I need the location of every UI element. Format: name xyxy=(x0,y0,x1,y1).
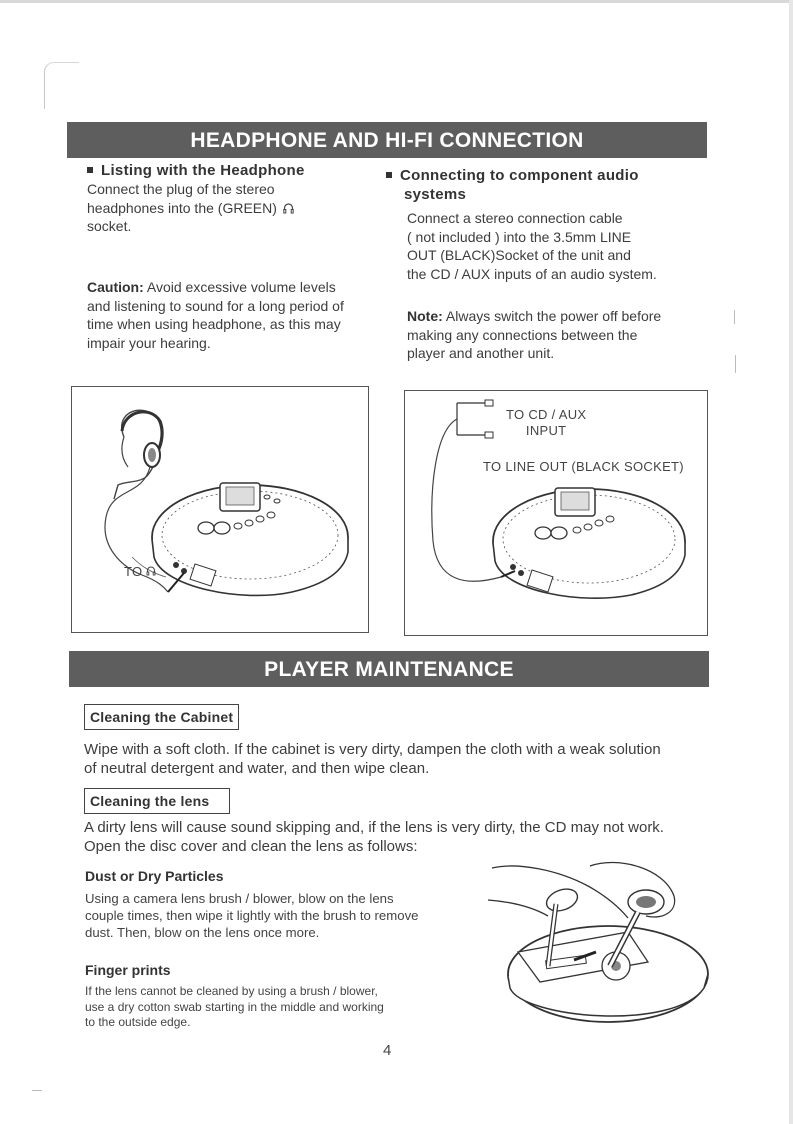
component-heading: Connecting to component audio systems xyxy=(386,166,686,204)
text-line-with-icon: headphones into the (GREEN) xyxy=(87,199,347,218)
scan-edge-top xyxy=(0,0,793,3)
text-line: dust. Then, blow on the lens once more. xyxy=(85,925,320,940)
headphone-icon xyxy=(283,202,294,213)
text-line: and listening to sound for a long period… xyxy=(87,297,344,314)
headphone-paragraph: Connect the plug of the stereo headphone… xyxy=(87,180,347,236)
to-label-text: TO xyxy=(124,564,143,579)
text-line: headphones into the (GREEN) xyxy=(87,199,277,216)
text-line: OUT (BLACK)Socket of the unit and xyxy=(407,247,631,263)
text-line: use a dry cotton swab starting in the mi… xyxy=(85,999,384,1014)
text-line: time when using headphone, as this may xyxy=(87,316,341,332)
scan-speck xyxy=(734,310,735,324)
cabinet-paragraph: Wipe with a soft cloth. If the cabinet i… xyxy=(84,740,724,778)
headphone-heading: Listing with the Headphone xyxy=(87,162,305,179)
text-span: Always switch the power off before xyxy=(442,308,662,324)
lens-paragraph: A dirty lens will cause sound skipping a… xyxy=(84,818,724,856)
text-line: Connect the plug of the stereo xyxy=(87,181,275,197)
text-line: A dirty lens will cause sound skipping a… xyxy=(84,819,664,836)
lens-label: Cleaning the lens xyxy=(84,788,230,814)
text-line: impair your hearing. xyxy=(87,334,211,351)
caution-paragraph: Caution: Avoid excessive volume levels a… xyxy=(87,278,387,352)
heading-text: systems xyxy=(404,186,467,203)
dust-paragraph: Using a camera lens brush / blower, blow… xyxy=(85,890,475,941)
cabinet-label: Cleaning the Cabinet xyxy=(84,704,240,730)
to-headphone-label: TO xyxy=(124,564,156,579)
heading-line: Connecting to component audio xyxy=(386,166,686,185)
cd-aux-label: TO CD / AUX INPUT xyxy=(506,407,586,439)
section-title-maintenance: PLAYER MAINTENANCE xyxy=(69,651,709,687)
section-title-headphone: HEADPHONE AND HI-FI CONNECTION xyxy=(67,122,707,158)
text-line: Wipe with a soft cloth. If the cabinet i… xyxy=(84,741,661,758)
label-line: INPUT xyxy=(525,423,567,438)
headphone-icon xyxy=(146,566,156,576)
finger-heading: Finger prints xyxy=(85,962,171,978)
text-line: Note: Always switch the power off before xyxy=(407,307,712,326)
text-line: Caution: Avoid excessive volume levels xyxy=(87,278,387,297)
headphone-player-illustration xyxy=(104,409,349,597)
lens-cleaning-illustration xyxy=(487,861,709,1023)
bullet-icon xyxy=(87,167,93,173)
text-line: Connect a stereo connection cable xyxy=(407,210,623,226)
page-number: 4 xyxy=(383,1042,392,1059)
text-line: socket. xyxy=(87,218,132,234)
text-line: ( not included ) into the 3.5mm LINE xyxy=(407,228,632,245)
label-line: TO CD / AUX xyxy=(506,407,587,422)
text-line: player and another unit. xyxy=(407,345,555,361)
line-out-illustration xyxy=(431,399,686,599)
line-out-label: TO LINE OUT (BLACK SOCKET) xyxy=(483,459,684,474)
scan-speck xyxy=(735,355,736,373)
section-title-text: HEADPHONE AND HI-FI CONNECTION xyxy=(190,129,584,152)
text-line: making any connections between the xyxy=(407,326,638,343)
text-line: the CD / AUX inputs of an audio system. xyxy=(407,265,657,282)
finger-paragraph: If the lens cannot be cleaned by using a… xyxy=(85,984,445,1031)
scan-speck xyxy=(32,1090,42,1091)
note-paragraph: Note: Always switch the power off before… xyxy=(407,307,712,363)
section-title-text: PLAYER MAINTENANCE xyxy=(264,658,514,681)
line-out-figure: TO CD / AUX INPUT TO LINE OUT (BLACK SOC… xyxy=(404,390,708,636)
text-line: to the outside edge. xyxy=(85,1015,191,1029)
text-line: of neutral detergent and water, and then… xyxy=(84,760,430,777)
text-line: Open the disc cover and clean the lens a… xyxy=(84,838,418,855)
heading-text: Connecting to component audio xyxy=(400,167,639,184)
headphone-figure: TO xyxy=(71,386,369,633)
text-line: Using a camera lens brush / blower, blow… xyxy=(85,891,394,906)
dust-heading: Dust or Dry Particles xyxy=(85,868,224,884)
text-line: If the lens cannot be cleaned by using a… xyxy=(85,984,378,998)
scan-edge-right xyxy=(789,0,793,1124)
headphone-heading-text: Listing with the Headphone xyxy=(101,162,305,179)
text-line: couple times, then wipe it lightly with … xyxy=(85,908,419,923)
bullet-icon xyxy=(386,172,392,178)
text-span: Avoid excessive volume levels xyxy=(143,279,336,295)
note-label: Note: xyxy=(407,308,443,324)
scan-corner-mark xyxy=(44,62,79,109)
component-paragraph: Connect a stereo connection cable ( not … xyxy=(407,209,707,283)
caution-label: Caution: xyxy=(87,279,144,295)
